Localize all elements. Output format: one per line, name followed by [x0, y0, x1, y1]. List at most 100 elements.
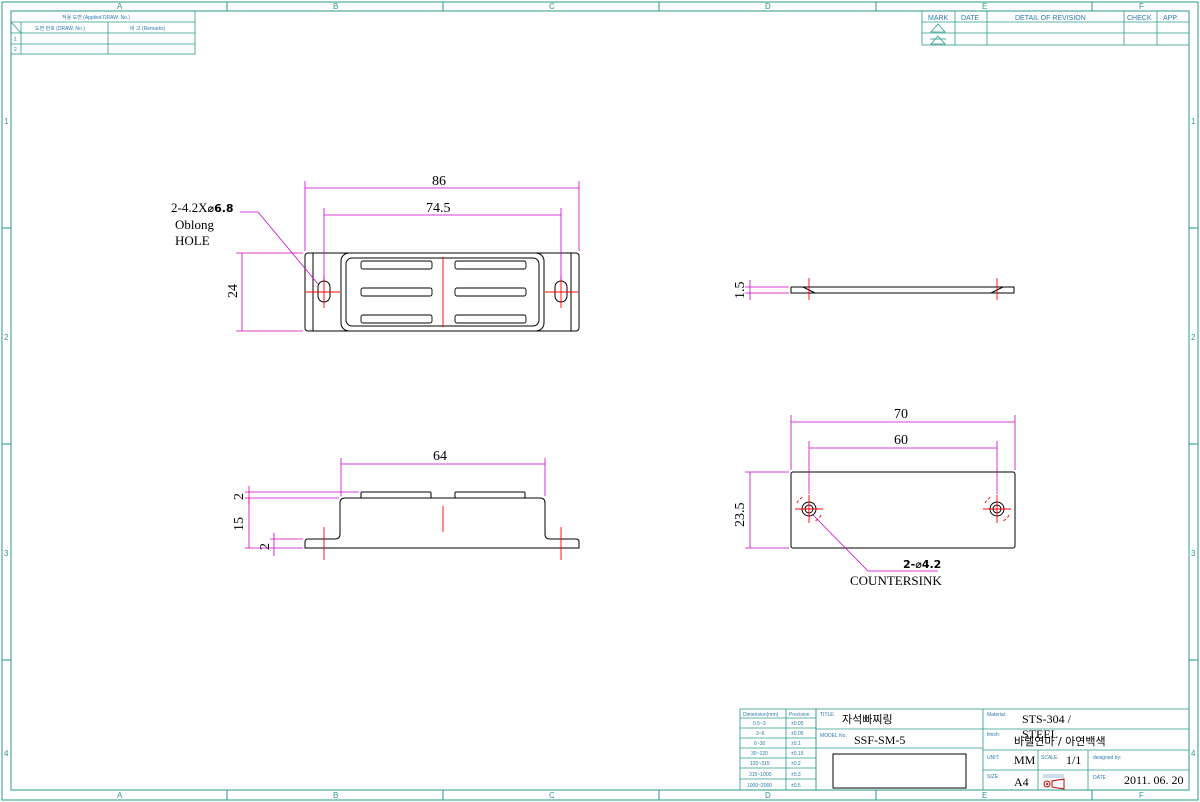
dim-thickness: 1.5: [733, 282, 748, 300]
scale-value: 1/1: [1066, 753, 1081, 767]
zone-row-label: 3: [1191, 549, 1196, 558]
size-label: SIZE:: [987, 774, 1000, 780]
tolerance-value: ±0.05: [791, 721, 804, 727]
applied-table-row-num: 2: [14, 47, 17, 53]
dim-base-thickness: 2: [258, 543, 273, 550]
date-value: 2011. 06. 20: [1124, 773, 1184, 787]
applied-drawing-table: 적용 도면 (Applied DRAW. No.) 도면 번호 (DRAW. N…: [10, 10, 196, 55]
tolerance-value: ±0.1: [791, 741, 801, 747]
zone-labels-bottom: A B C D E F: [117, 791, 1144, 800]
tolerance-table: Dimension(mm) Precision 0.5~3 ±0.05 3~6 …: [739, 708, 817, 791]
tolerance-row: 315~1000 ±0.3: [749, 772, 801, 778]
applied-table-title: 적용 도면 (Applied DRAW. No.): [62, 14, 130, 21]
dim-front-height: 15: [232, 517, 247, 531]
note-hole: HOLE: [175, 233, 210, 248]
designed-by-label: designed by:: [1093, 755, 1121, 761]
svg-text:2-4.2X⌀6.8: 2-4.2X⌀6.8: [171, 200, 234, 215]
tolerance-row: 0.5~3 ±0.05: [753, 721, 804, 727]
zone-col-label: A: [117, 2, 123, 11]
projection-symbol-icon: [1043, 774, 1065, 790]
note-hole-diameter: ⌀6.8: [207, 202, 233, 215]
tolerance-range: 315~1000: [749, 772, 772, 778]
zone-row-label: 3: [4, 549, 9, 558]
zone-col-label: B: [333, 791, 338, 800]
countersink-note: 2-⌀4.2 COUNTERSINK: [850, 558, 942, 588]
zone-col-label: E: [982, 791, 987, 800]
tolerance-row: 3~6 ±0.05: [756, 731, 804, 737]
model-label: MODEL No.: [820, 733, 847, 739]
finish-value: 바렐연마 / 아연백색: [1014, 735, 1106, 748]
revision-header-app: APP.: [1163, 15, 1178, 22]
finish-label: finish:: [987, 732, 1000, 738]
zone-row-label: 1: [4, 117, 9, 126]
applied-table-col-drawing: 도면 번호 (DRAW. No.): [35, 25, 85, 32]
revision-header-date: DATE: [961, 15, 979, 22]
title-label: TITLE:: [820, 712, 835, 718]
tolerance-header-precision: Precision: [789, 712, 810, 718]
oblong-hole-note: 2-4.2X⌀6.8 Oblong HOLE: [171, 200, 234, 248]
tolerance-row: 6~30 ±0.1: [754, 741, 801, 747]
model-value: SSF-SM-5: [854, 733, 905, 747]
note-oblong: Oblong: [175, 217, 215, 232]
applied-table-row-num: 1: [14, 37, 17, 43]
note-hole-spec: 2-4.2X: [171, 200, 208, 215]
dim-top-step: 2: [232, 493, 247, 500]
zone-col-label: D: [765, 2, 771, 11]
zone-col-label: C: [549, 2, 555, 11]
note-countersink-spec: 2-⌀4.2: [903, 558, 941, 571]
zone-col-label: A: [117, 791, 123, 800]
tolerance-value: ±0.5: [791, 783, 801, 789]
zone-row-label: 2: [4, 333, 9, 342]
tolerance-range: 3~6: [756, 731, 765, 737]
plate-view-dimensions: 70 60 23.5: [733, 407, 1016, 572]
tolerance-value: ±0.2: [791, 761, 801, 767]
side-profile-view: 1.5: [733, 278, 1015, 300]
size-value: A4: [1014, 775, 1029, 789]
zone-labels-top: A B C D E F: [117, 2, 1144, 11]
zone-col-label: B: [333, 2, 338, 11]
title-block: TITLE: 자석빠찌링 MODEL No. SSF-SM-5 Material…: [815, 708, 1190, 791]
applied-table-col-remarks: 비 고 (Remarks): [130, 25, 166, 32]
tolerance-value: ±0.05: [791, 731, 804, 737]
zone-col-label: D: [765, 791, 771, 800]
unit-value: MM: [1014, 753, 1036, 767]
tolerance-range: 1000~2000: [747, 783, 772, 789]
tolerance-row: 30~120 ±0.15: [751, 751, 804, 757]
revision-header-detail: DETAIL OF REVISION: [1015, 15, 1086, 22]
top-view-dimensions: 86 74.5 24: [226, 174, 580, 332]
zone-labels-right: 1 2 3 4: [1191, 117, 1196, 758]
revision-triangle-icon: [930, 23, 946, 45]
dim-plate-height: 23.5: [733, 503, 748, 528]
revision-header-check: CHECK: [1127, 15, 1152, 22]
zone-col-label: C: [549, 791, 555, 800]
revision-header-mark: MARK: [928, 15, 949, 22]
material-value-2: STEEL: [1022, 727, 1058, 741]
zone-col-label: E: [982, 2, 987, 11]
zone-row-label: 2: [1191, 333, 1196, 342]
scale-label: SCALE:: [1041, 755, 1059, 761]
tolerance-range: 6~30: [754, 741, 765, 747]
zone-col-label: F: [1139, 2, 1144, 11]
revision-table: MARK DATE DETAIL OF REVISION CHECK APP.: [921, 10, 1190, 46]
tolerance-value: ±0.3: [791, 772, 801, 778]
tolerance-row: 1000~2000 ±0.5: [747, 783, 801, 789]
zone-row-label: 4: [1191, 749, 1196, 758]
dim-front-width: 64: [433, 449, 447, 464]
material-value-1: STS-304 /: [1022, 712, 1072, 726]
tolerance-range: 0.5~3: [753, 721, 766, 727]
note-countersink: COUNTERSINK: [850, 573, 942, 588]
material-label: Material:: [987, 712, 1006, 718]
dim-hole-pitch: 74.5: [426, 201, 451, 216]
front-view: [304, 491, 580, 560]
dim-plate-length: 70: [894, 407, 908, 422]
dim-height: 24: [226, 284, 241, 298]
unit-label: UNIT:: [987, 755, 1000, 761]
front-view-dimensions: 64 2 15 2: [232, 449, 546, 556]
tolerance-row: 120~315 ±0.2: [750, 761, 801, 767]
tolerance-range: 120~315: [750, 761, 770, 767]
zone-labels-left: 1 2 3 4: [4, 117, 9, 758]
title-value: 자석빠찌링: [842, 713, 893, 726]
tolerance-range: 30~120: [751, 751, 768, 757]
